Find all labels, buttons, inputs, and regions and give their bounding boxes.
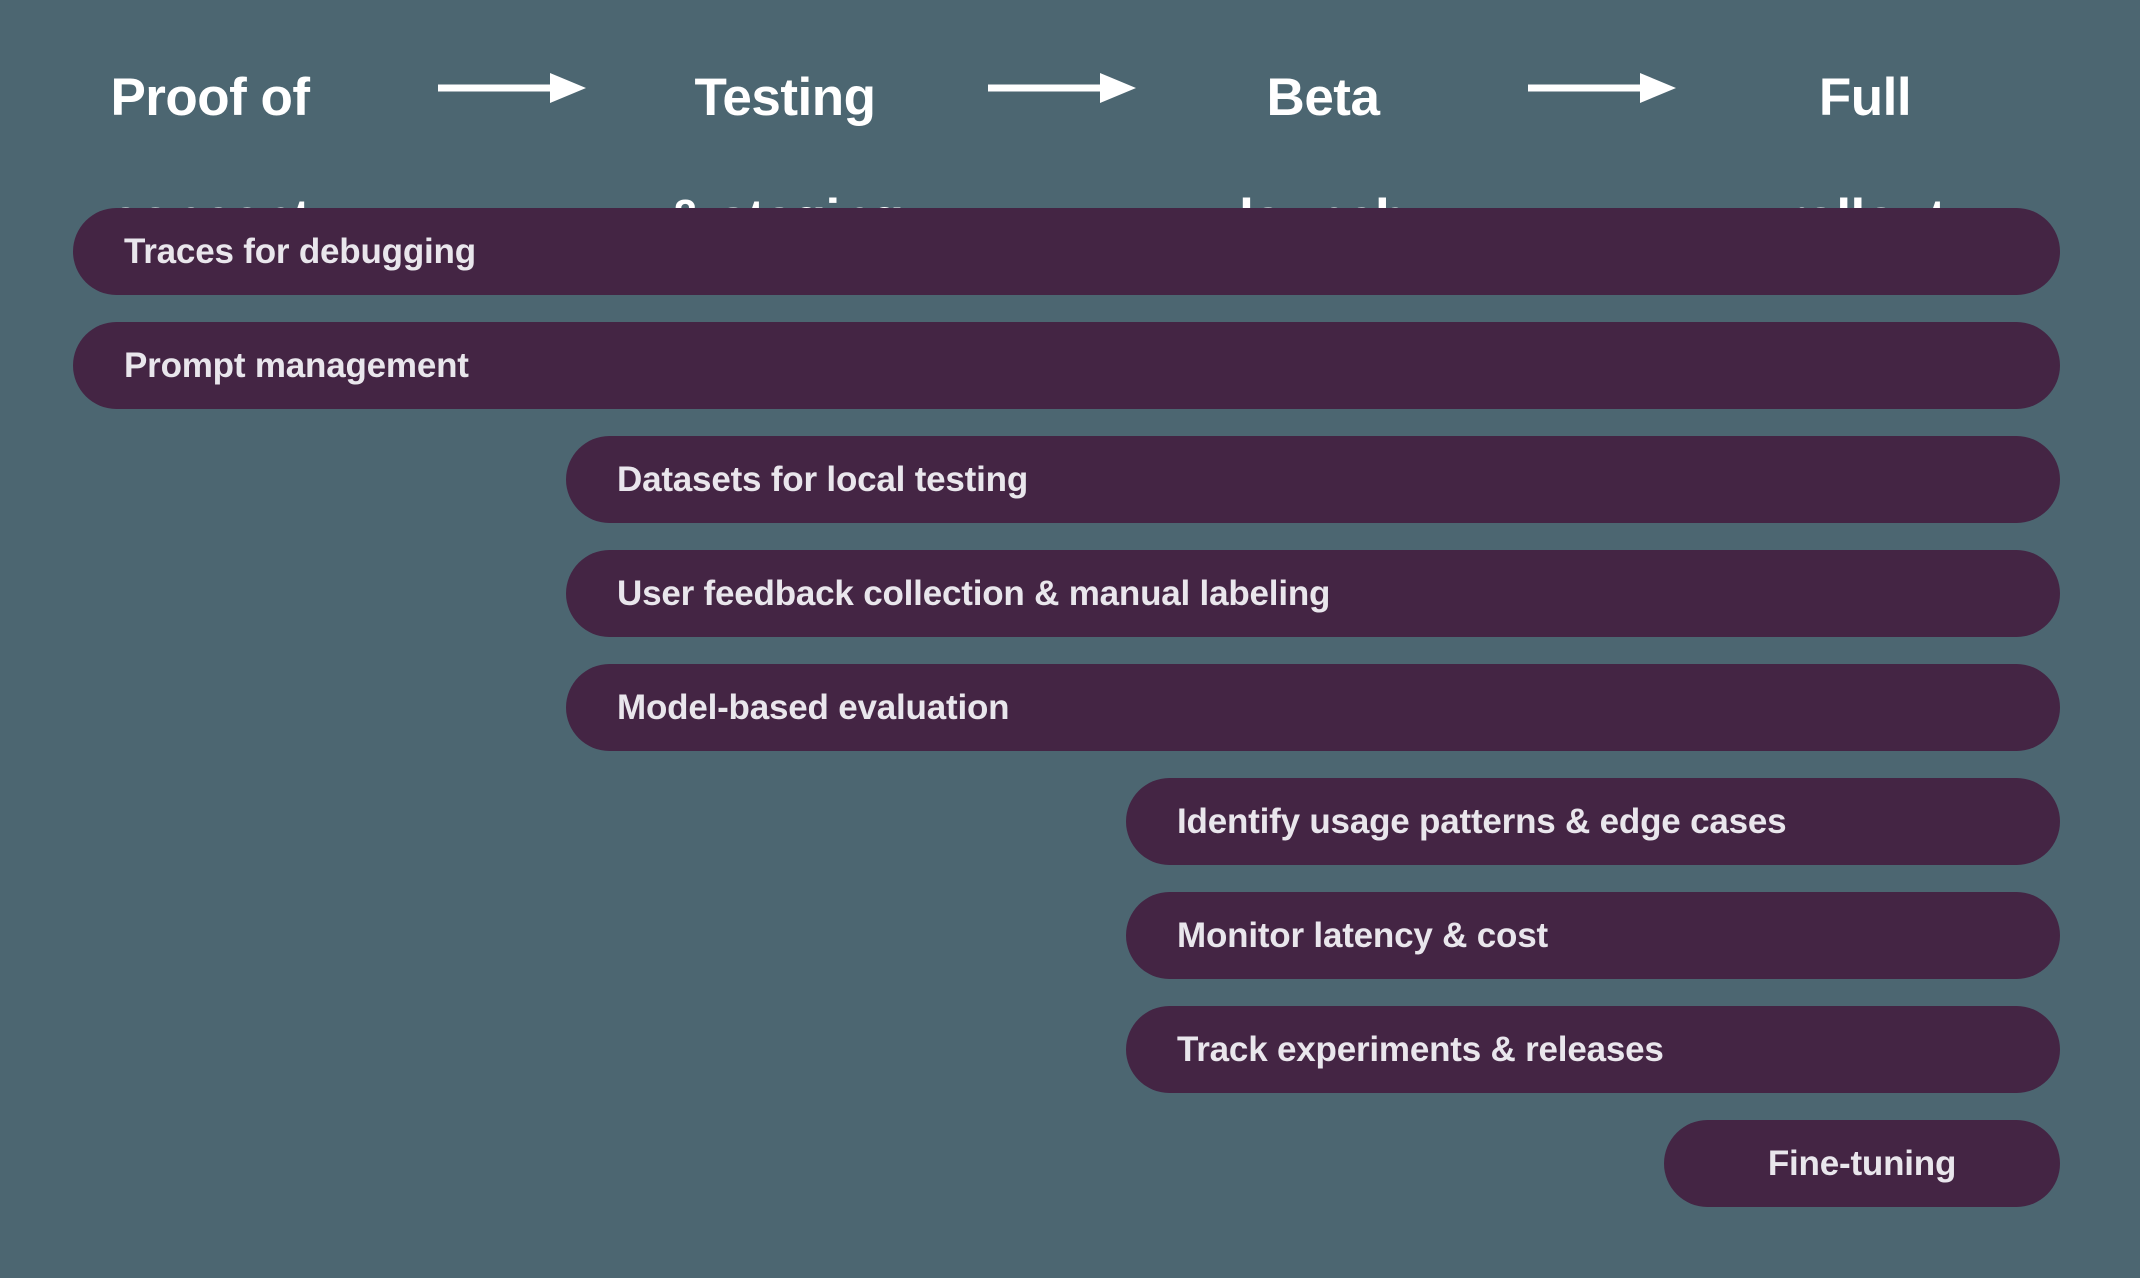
phase-arrow-3 bbox=[1528, 73, 1676, 103]
bar-label: Prompt management bbox=[124, 346, 469, 385]
bar-label: Track experiments & releases bbox=[1177, 1030, 1664, 1069]
bar-label: Datasets for local testing bbox=[617, 460, 1029, 499]
bar-label: Monitor latency & cost bbox=[1177, 916, 1548, 955]
phase-label-line-1: Proof of bbox=[110, 68, 310, 127]
bar-label: Fine-tuning bbox=[1767, 1144, 1957, 1183]
bar-label: Model-based evaluation bbox=[617, 688, 1010, 727]
bar-monitor-latency-and-cost[interactable]: Monitor latency & cost bbox=[1126, 892, 2060, 979]
bar-fine-tuning[interactable]: Fine-tuning bbox=[1664, 1120, 2060, 1207]
phase-arrow-1 bbox=[438, 73, 586, 103]
phase-label-line-1: Beta bbox=[1266, 68, 1380, 127]
bar-track-experiments-releases[interactable]: Track experiments & releases bbox=[1126, 1006, 2060, 1093]
phase-arrow-2 bbox=[988, 73, 1136, 103]
bar-traces-for-debugging[interactable]: Traces for debugging bbox=[73, 208, 2060, 295]
bar-user-feedback-collection[interactable]: User feedback collection & manual labeli… bbox=[566, 550, 2060, 637]
phase-label-line-1: Full bbox=[1818, 68, 1912, 127]
phase-header-row: Proof of concept Testing & staging Beta … bbox=[0, 0, 2140, 245]
bar-prompt-management[interactable]: Prompt management bbox=[73, 322, 2060, 409]
phase-label-line-1: Testing bbox=[694, 68, 876, 127]
bar-identify-usage-patterns[interactable]: Identify usage patterns & edge cases bbox=[1126, 778, 2060, 865]
bar-model-based-evaluation[interactable]: Model-based evaluation bbox=[566, 664, 2060, 751]
bar-label: Identify usage patterns & edge cases bbox=[1177, 802, 1787, 841]
bar-label: User feedback collection & manual labeli… bbox=[617, 574, 1331, 613]
bar-label: Traces for debugging bbox=[124, 232, 476, 271]
bar-datasets-for-local-testing[interactable]: Datasets for local testing bbox=[566, 436, 2060, 523]
